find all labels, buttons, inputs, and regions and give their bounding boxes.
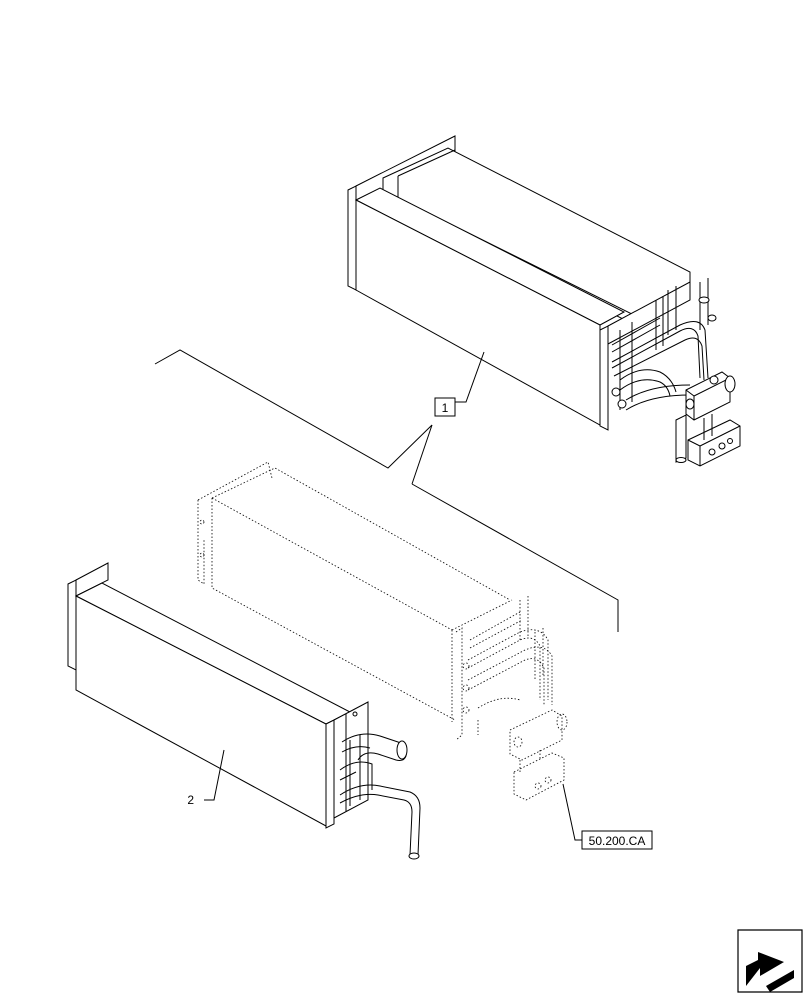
callout-2[interactable]: 2 bbox=[187, 793, 194, 807]
heater-core[interactable] bbox=[67, 562, 421, 860]
heater-pipes bbox=[339, 733, 421, 860]
callout-1[interactable]: 1 bbox=[434, 397, 456, 417]
expansion-valve[interactable] bbox=[675, 371, 741, 467]
evaporator-assembly[interactable] bbox=[347, 135, 741, 467]
callout-2-label: 2 bbox=[187, 793, 194, 807]
callout-1-label: 1 bbox=[442, 401, 449, 415]
housing-fittings bbox=[462, 596, 568, 801]
reference-callout-label: 50.200.CA bbox=[589, 834, 646, 848]
evaporator-housing-reference bbox=[197, 461, 568, 801]
refrigerant-tubes bbox=[611, 278, 717, 411]
arrow-icon[interactable] bbox=[737, 929, 803, 993]
reference-callout[interactable]: 50.200.CA bbox=[581, 830, 653, 850]
leader-lines bbox=[154, 349, 619, 841]
